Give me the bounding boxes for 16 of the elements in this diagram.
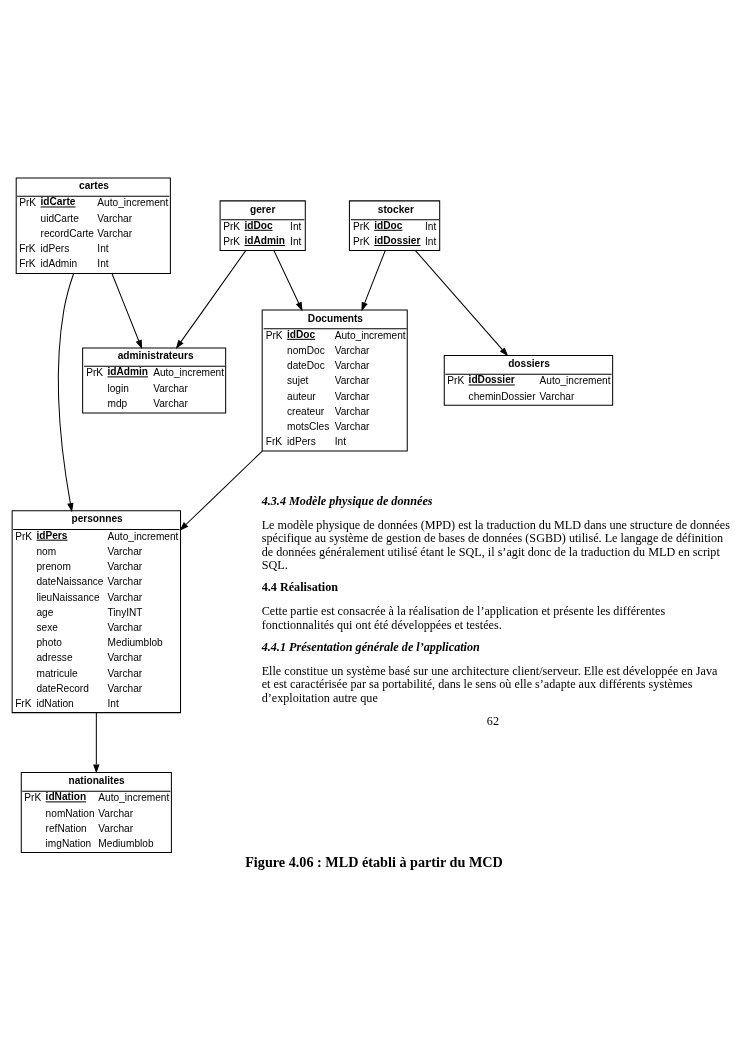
arrow	[414, 249, 509, 356]
arrow	[93, 711, 100, 774]
arrow	[273, 249, 303, 311]
arrow	[111, 272, 143, 349]
label: 62	[486, 713, 500, 728]
label: Cette partie est consacrée à la réalisation de l’application et présente les différentes fonctionnalités qui ont été développées et testées.	[261, 603, 666, 632]
label: 4.3.4 Modèle physique de données	[261, 493, 433, 508]
arrow	[175, 249, 247, 349]
caption: Figure 4.06 : MLD établi à partir du MCD	[245, 853, 503, 870]
label: 4.4 Réalisation	[261, 579, 339, 594]
arrow	[179, 450, 263, 531]
arrow	[361, 249, 386, 311]
arrow	[57, 272, 75, 512]
label: 4.4.1 Présentation générale de l’application	[261, 639, 480, 654]
label: Elle constitue un système basé sur une architecture client/serveur. Elle est développée en Java et est caractérisée par sa portabilité, dans le sens où elle s’adapte aux différents systèmes d’exploitation autre que	[261, 663, 718, 705]
label: Le modèle physique de données (MPD) est la traduction du MLD dans une structure de données spécifique au système de gestion de bases de données (SGBD) utilisé. Le langage de définition de données généralement utilisé étant le SQL, il s’agit donc de la traduction du MLD en script SQL.	[261, 517, 730, 572]
